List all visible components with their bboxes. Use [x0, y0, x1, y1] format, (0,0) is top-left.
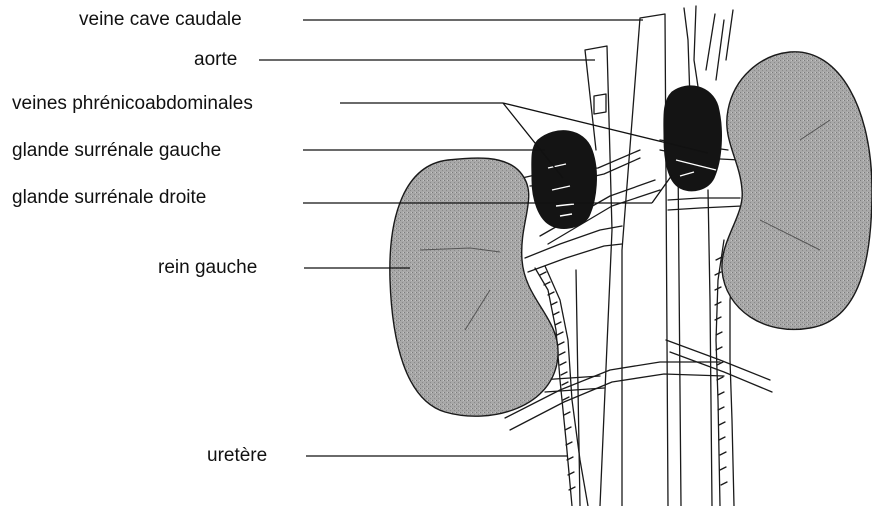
left-adrenal-gland — [532, 131, 597, 229]
label-glande-surrenale-droite: glande surrénale droite — [12, 188, 206, 207]
right-trunk-outline — [678, 160, 712, 506]
label-glande-surrenale-gauche: glande surrénale gauche — [12, 141, 221, 160]
label-aorte: aorte — [194, 50, 237, 69]
label-uretere: uretère — [207, 446, 267, 465]
label-veines-phrenicoabdominales: veines phrénicoabdominales — [12, 94, 253, 113]
vena-cava-outline — [622, 14, 668, 506]
renal-vein-right — [668, 198, 742, 210]
label-veine-cave-caudale: veine cave caudale — [79, 10, 242, 29]
right-kidney — [722, 52, 872, 330]
renal-vein-left — [525, 226, 622, 272]
aorta-outline — [576, 46, 612, 506]
label-rein-gauche: rein gauche — [158, 258, 257, 277]
left-kidney — [390, 158, 558, 416]
right-adrenal-gland — [664, 86, 722, 191]
